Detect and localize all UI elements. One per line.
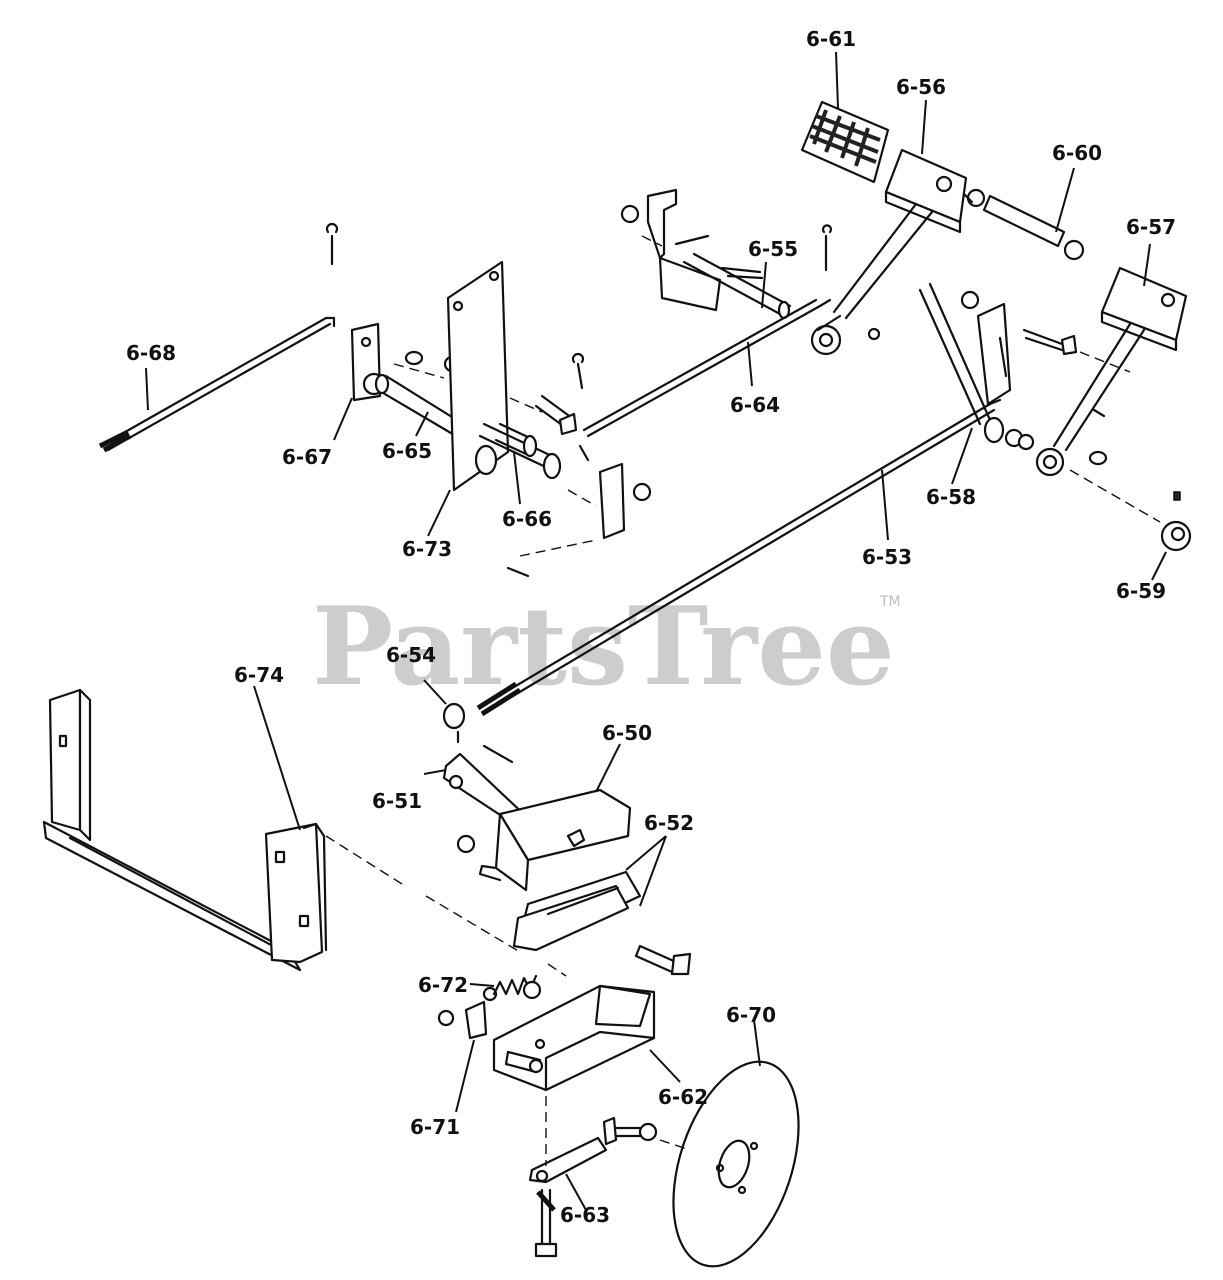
part-frame-6-74: [42, 688, 328, 972]
callout-6-63: 6-63: [560, 1203, 610, 1227]
callout-6-70: 6-70: [726, 1003, 776, 1027]
part-bracket-6-62: [492, 980, 656, 1092]
part-shaft-6-65: [374, 355, 462, 438]
watermark-trademark: TM: [879, 594, 901, 610]
callout-6-51: 6-51: [372, 789, 422, 813]
part-collar-6-59: [1160, 491, 1192, 552]
callout-6-66: 6-66: [502, 507, 552, 531]
callout-6-57: 6-57: [1126, 215, 1176, 239]
callout-6-60: 6-60: [1052, 141, 1102, 165]
part-bracket-6-55: [620, 188, 833, 320]
callout-6-68: 6-68: [126, 341, 176, 365]
part-plate-6-71: [437, 1000, 488, 1040]
callout-6-55: 6-55: [748, 237, 798, 261]
part-pads-6-52: [512, 870, 692, 976]
callout-labels: 6-61 6-56 6-60 6-57 6-55 6-68 6-64 6-67 …: [126, 27, 1176, 1227]
part-shaft-6-66: [474, 394, 578, 480]
part-rod-6-53: [476, 398, 1002, 717]
part-housing-6-50: [456, 788, 632, 892]
leader-lines: [145, 51, 1167, 1211]
callout-6-58: 6-58: [926, 485, 976, 509]
part-rod-6-68: [98, 222, 339, 453]
callout-6-50: 6-50: [602, 721, 652, 745]
callout-6-54: 6-54: [386, 643, 436, 667]
callout-6-71: 6-71: [410, 1115, 460, 1139]
part-swivel-6-54: [442, 702, 466, 744]
callout-6-72: 6-72: [418, 973, 468, 997]
callout-6-67: 6-67: [282, 445, 332, 469]
callout-6-62: 6-62: [658, 1085, 708, 1109]
callout-6-61: 6-61: [806, 27, 856, 51]
part-disc-6-70: [602, 1060, 800, 1268]
callout-6-74: 6-74: [234, 663, 284, 687]
part-rod-6-60: [962, 188, 1085, 261]
watermark-logo: PartsTree: [312, 584, 895, 710]
part-bracket-6-58: [918, 282, 1078, 451]
callout-6-56: 6-56: [896, 75, 946, 99]
part-decal-6-61: [800, 100, 890, 184]
callout-6-53: 6-53: [862, 545, 912, 569]
part-pedal-6-56: [810, 148, 968, 356]
callout-6-52: 6-52: [644, 811, 694, 835]
part-plate-6-73: [446, 260, 510, 492]
part-pedal-6-57: [1035, 266, 1188, 477]
callout-6-64: 6-64: [730, 393, 780, 417]
part-link-6-63: [528, 1136, 608, 1258]
assembly-lines: [325, 235, 1161, 1166]
part-rod-6-64: [578, 298, 881, 462]
callout-6-73: 6-73: [402, 537, 452, 561]
callout-6-59: 6-59: [1116, 579, 1166, 603]
callout-6-65: 6-65: [382, 439, 432, 463]
part-small-hardware-center: [506, 352, 652, 578]
